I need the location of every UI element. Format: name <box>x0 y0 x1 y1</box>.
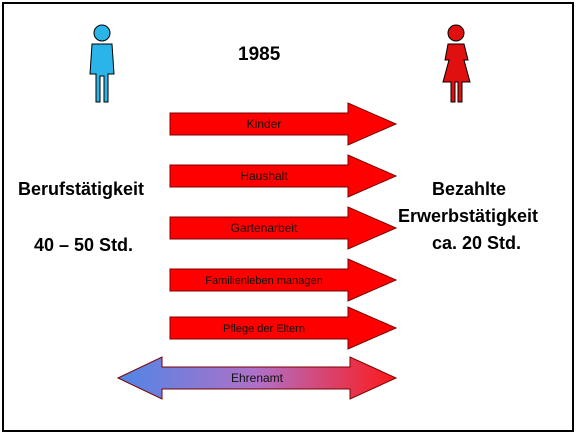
arrow-label: Kinder <box>247 117 282 131</box>
left-label: Berufstätigkeit <box>18 179 145 199</box>
arrow-shape <box>169 258 398 302</box>
arrow-4: Familienleben managen <box>169 258 398 302</box>
right-hours: ca. 20 Std. <box>432 233 522 253</box>
arrow-label: Familienleben managen <box>205 275 322 287</box>
arrow-5: Pflege der Eltern <box>169 306 398 350</box>
arrow-3: Gartenarbeit <box>169 206 398 250</box>
arrow-label: Pflege der Eltern <box>223 323 305 335</box>
arrow-label: Haushalt <box>240 169 288 183</box>
right-label-line1: Bezahlte <box>432 179 507 199</box>
arrow-label: Ehrenamt <box>231 371 284 385</box>
left-hours: 40 – 50 Std. <box>34 235 134 255</box>
arrow-6: Ehrenamt <box>116 356 398 400</box>
arrow-2: Haushalt <box>169 154 398 198</box>
arrow-label: Gartenarbeit <box>231 221 298 235</box>
arrow-1: Kinder <box>169 102 398 146</box>
man-icon <box>89 24 115 103</box>
right-label-line2: Erwerbstätigkeit <box>398 206 539 226</box>
arrow-shape <box>169 206 398 250</box>
arrows-layer: KinderHaushaltGartenarbeitFamilienleben … <box>116 102 398 400</box>
woman-icon <box>442 24 471 103</box>
arrow-shape <box>169 306 398 350</box>
year-title: 1985 <box>238 44 281 65</box>
arrow-shape <box>116 356 398 400</box>
arrow-shape <box>169 154 398 198</box>
arrow-shape <box>169 102 398 146</box>
